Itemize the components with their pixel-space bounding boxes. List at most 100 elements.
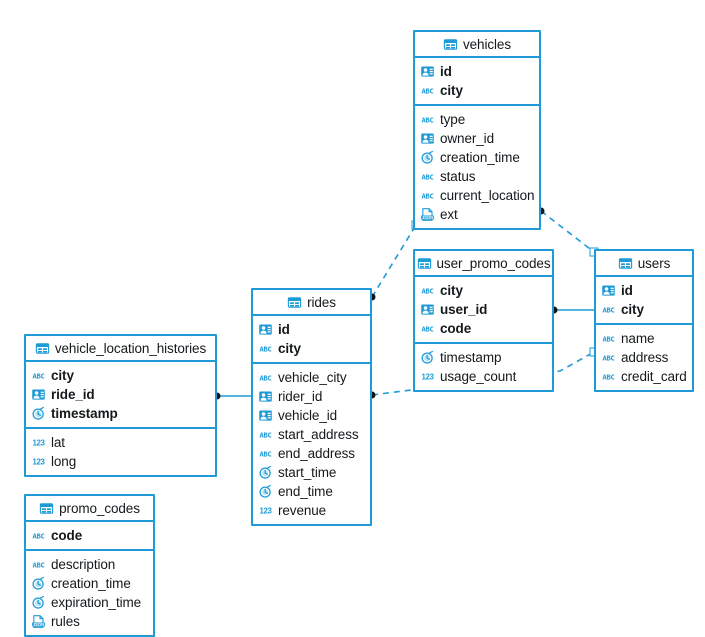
table-icon xyxy=(618,256,633,271)
column-row-expiration_time[interactable]: expiration_time xyxy=(26,593,153,612)
svg-text:ABC: ABC xyxy=(260,374,272,383)
field-label: code xyxy=(51,528,83,543)
primary-key-row-code[interactable]: ABC code xyxy=(26,526,153,545)
table-header-vehicles[interactable]: vehicles xyxy=(415,32,539,58)
field-label: vehicle_city xyxy=(278,370,347,385)
svg-text:ABC: ABC xyxy=(422,173,434,182)
abc-string-icon: ABC xyxy=(258,446,273,461)
svg-text:ABC: ABC xyxy=(33,372,45,381)
primary-key-row-user_id[interactable]: user_id xyxy=(415,300,552,319)
column-row-start_time[interactable]: start_time xyxy=(253,463,370,482)
field-label: code xyxy=(440,321,472,336)
column-row-timestamp[interactable]: timestamp xyxy=(415,348,552,367)
svg-text:ABC: ABC xyxy=(33,532,45,541)
column-row-creation_time[interactable]: creation_time xyxy=(26,574,153,593)
column-row-rider_id[interactable]: rider_id xyxy=(253,387,370,406)
primary-key-row-timestamp[interactable]: timestamp xyxy=(26,404,215,423)
column-row-creation_time[interactable]: creation_time xyxy=(415,148,539,167)
svg-text:JSON: JSON xyxy=(422,215,433,220)
abc-string-icon: ABC xyxy=(420,283,435,298)
primary-key-row-id[interactable]: id xyxy=(596,281,692,300)
table-icon xyxy=(443,37,458,52)
table-header-vehicle_location_histories[interactable]: vehicle_location_histories xyxy=(26,336,215,362)
abc-string-icon: ABC xyxy=(258,341,273,356)
relationship-line-vehicles-to-users[interactable] xyxy=(540,210,595,253)
table-header-rides[interactable]: rides xyxy=(253,290,370,316)
field-label: vehicle_id xyxy=(278,408,338,423)
table-title: users xyxy=(637,255,671,271)
column-row-vehicle_id[interactable]: vehicle_id xyxy=(253,406,370,425)
user-id-icon xyxy=(258,322,273,337)
table-header-user_promo_codes[interactable]: user_promo_codes xyxy=(415,251,552,277)
svg-text:ABC: ABC xyxy=(422,116,434,125)
field-label: revenue xyxy=(278,503,327,518)
column-row-vehicle_city[interactable]: ABC vehicle_city xyxy=(253,368,370,387)
svg-text:ABC: ABC xyxy=(603,354,615,363)
field-label: city xyxy=(621,302,644,317)
relationship-source-dot-marker xyxy=(368,293,376,301)
table-title: user_promo_codes xyxy=(436,255,551,271)
primary-key-row-ride_id[interactable]: ride_id xyxy=(26,385,215,404)
clock-icon xyxy=(31,595,46,610)
primary-key-row-id[interactable]: id xyxy=(253,320,370,339)
field-label: id xyxy=(440,64,452,79)
field-label: creation_time xyxy=(51,576,131,591)
table-header-promo_codes[interactable]: promo_codes xyxy=(26,496,153,522)
field-label: id xyxy=(278,322,290,337)
field-label: owner_id xyxy=(440,131,494,146)
svg-text:ABC: ABC xyxy=(603,373,615,382)
field-label: expiration_time xyxy=(51,595,142,610)
field-label: current_location xyxy=(440,188,535,203)
123-number-icon: 123 xyxy=(420,369,435,384)
abc-string-icon: ABC xyxy=(601,369,616,384)
relationship-line-rides-to-vehicles[interactable] xyxy=(371,224,417,298)
relationship-source-dot-marker xyxy=(550,306,558,314)
column-row-end_time[interactable]: end_time xyxy=(253,482,370,501)
primary-key-row-id[interactable]: id xyxy=(415,62,539,81)
clock-icon xyxy=(31,406,46,421)
column-row-owner_id[interactable]: owner_id xyxy=(415,129,539,148)
field-label: rider_id xyxy=(278,389,323,404)
svg-text:ABC: ABC xyxy=(422,87,434,96)
clock-icon xyxy=(420,350,435,365)
clock-icon xyxy=(31,576,46,591)
field-label: description xyxy=(51,557,116,572)
field-label: user_id xyxy=(440,302,488,317)
table-header-users[interactable]: users xyxy=(596,251,692,277)
table-icon xyxy=(35,341,50,356)
